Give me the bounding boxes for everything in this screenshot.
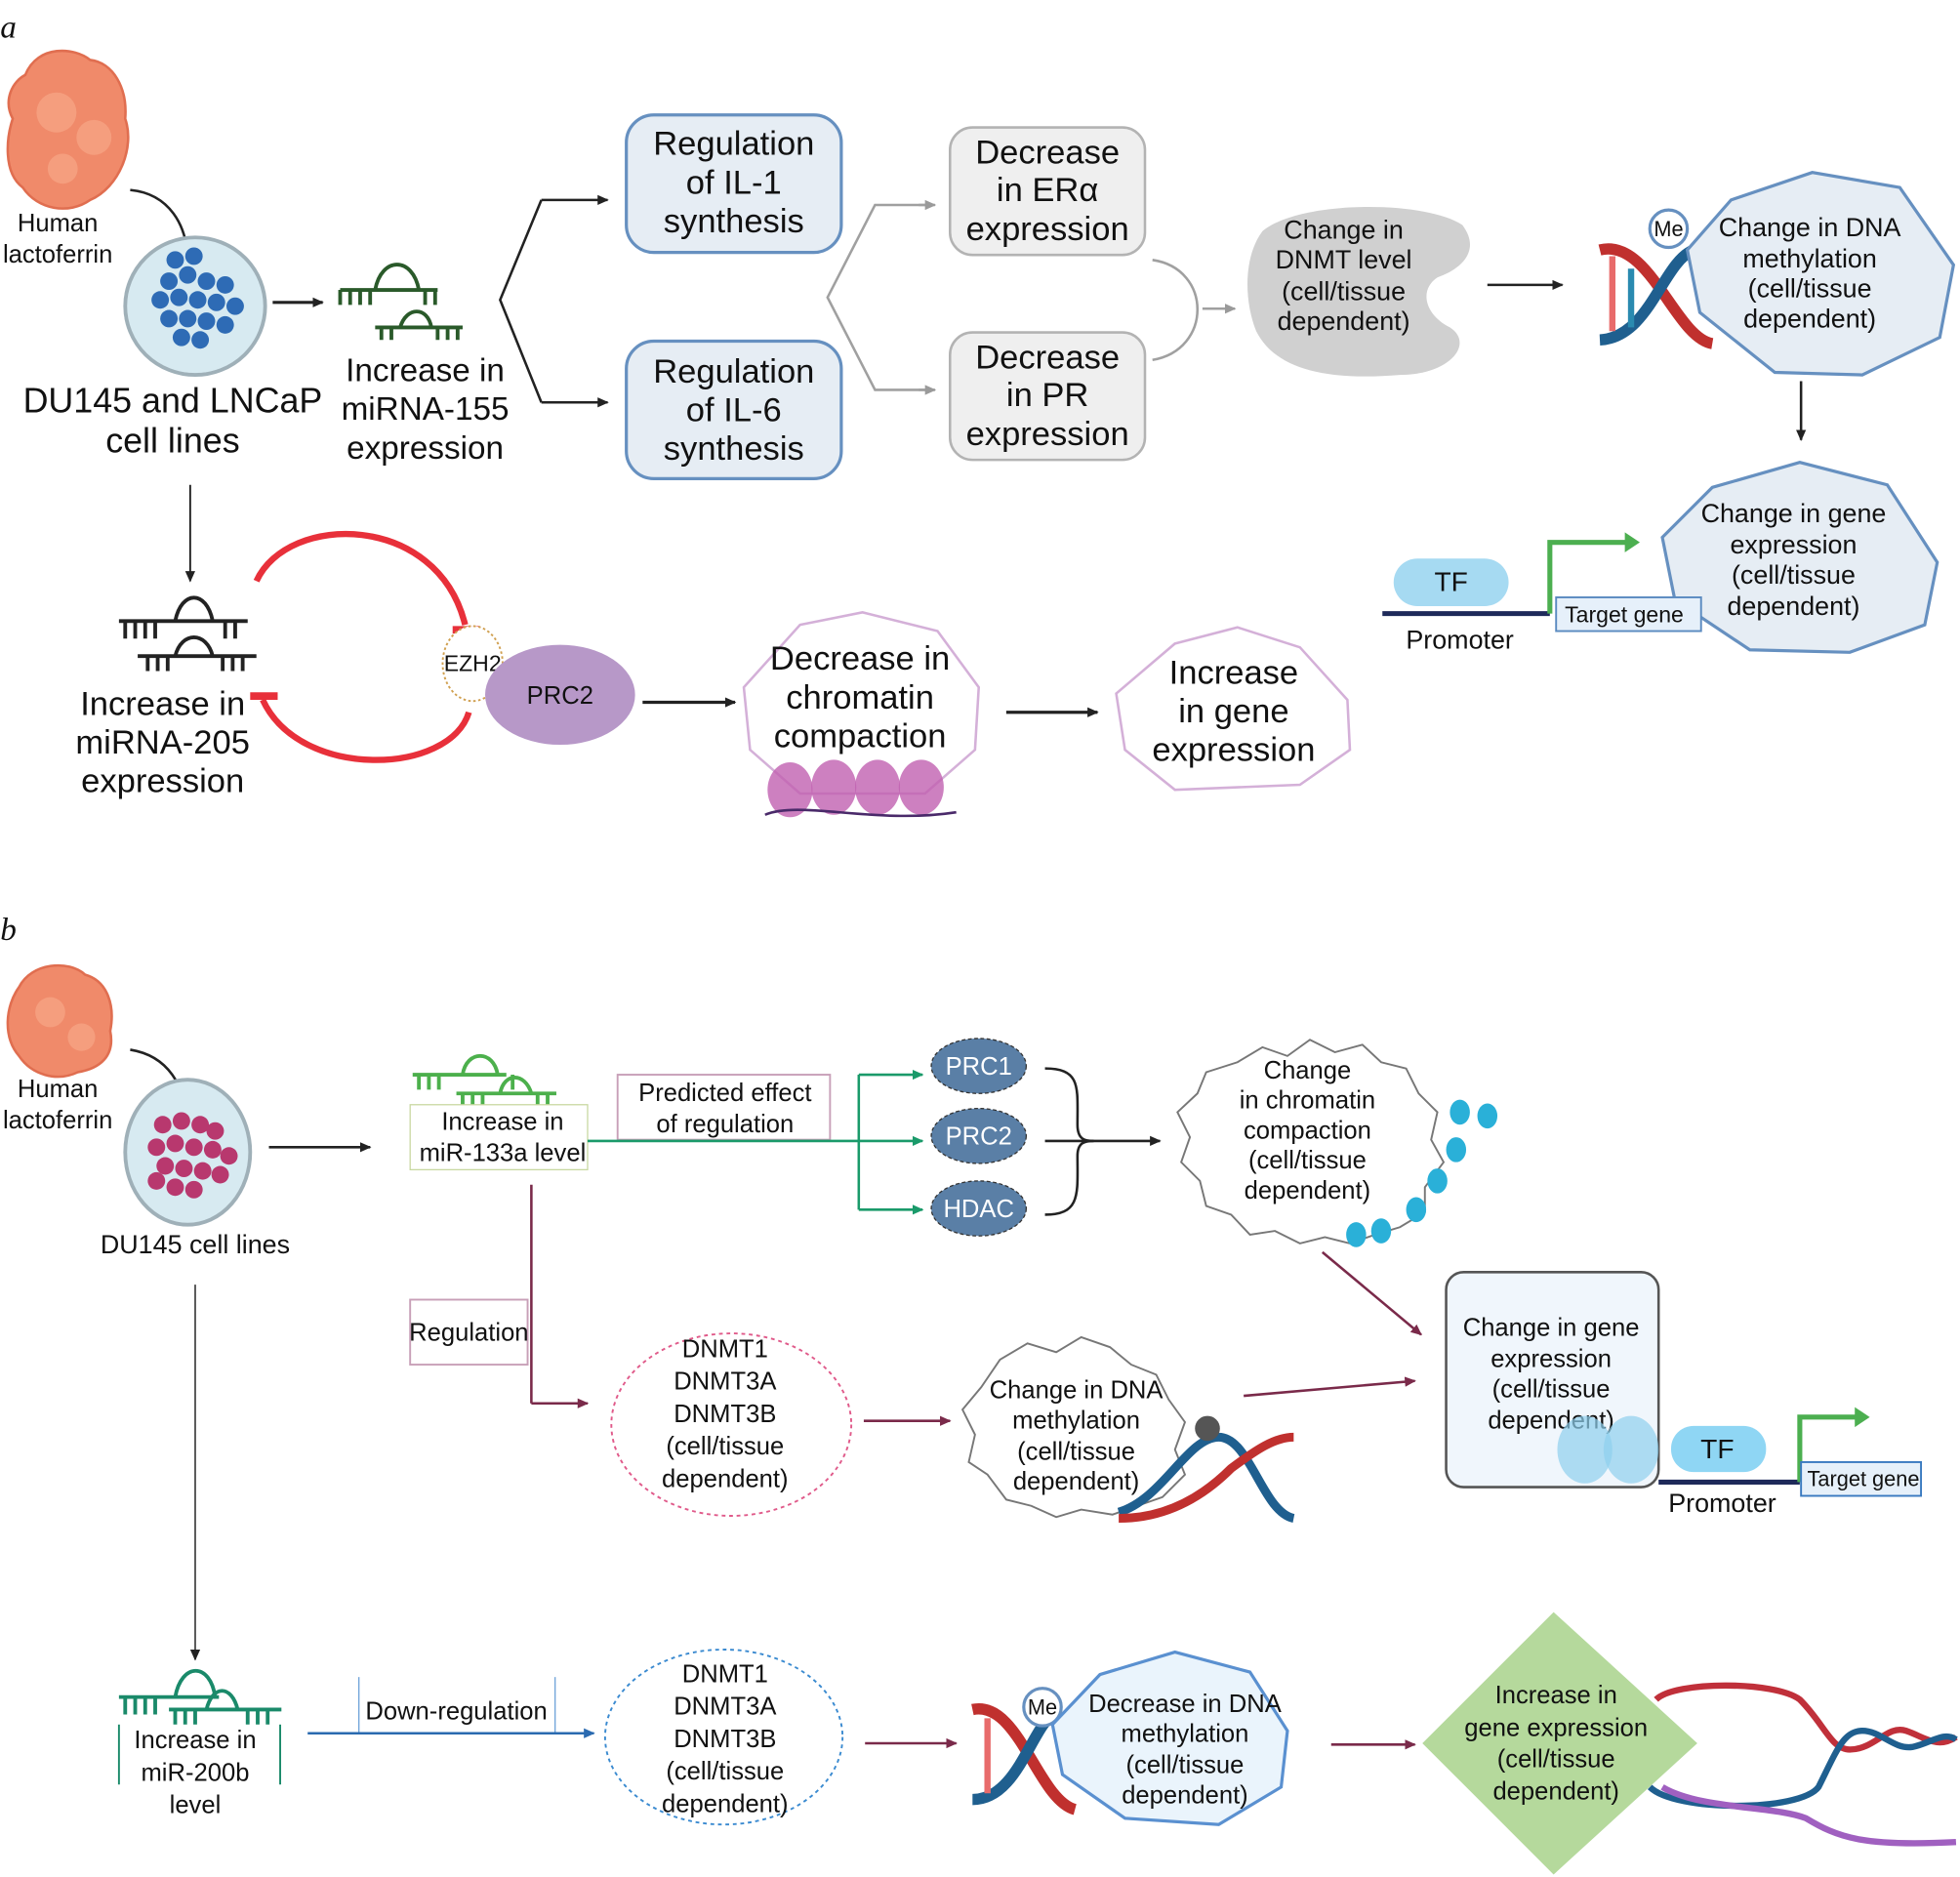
dna-helix-icon (1598, 243, 1714, 349)
nucleosome-chain-icon (1346, 1099, 1498, 1247)
petri-dish-icon (123, 235, 267, 378)
methyl-group-icon: Me (1648, 208, 1690, 250)
panel-b-label: b (0, 912, 17, 948)
tf-promoter-b: TF Target gene Promoter (1658, 1407, 1923, 1518)
svg-text:EZH2: EZH2 (444, 651, 502, 676)
dna-unwinding-icon (1647, 1682, 1958, 1847)
petri-dish-icon-b (123, 1078, 253, 1227)
tf-promoter-a: TF Target gene Promoter (1382, 532, 1702, 654)
mir-133a-icon (412, 1054, 556, 1107)
svg-text:Promoter: Promoter (1668, 1489, 1776, 1518)
panel-a-label: a (0, 9, 17, 45)
cell-lines-label-b: DU145 cell lines (101, 1230, 290, 1259)
svg-text:TF: TF (1700, 1434, 1734, 1464)
svg-text:Regulation: Regulation (409, 1320, 528, 1347)
dnmt-enzyme-icon (1247, 206, 1470, 377)
methyl-group-icon-b (1195, 1415, 1220, 1442)
svg-text:PRC2: PRC2 (946, 1123, 1012, 1151)
nucleosome-icon-a (764, 759, 957, 818)
prc2-node-b: PRC2 (930, 1107, 1028, 1164)
lactoferrin-icon (6, 49, 130, 210)
inhibition-loop (250, 530, 480, 763)
svg-text:Me: Me (1028, 1695, 1057, 1720)
prc1-node: PRC1 (930, 1038, 1028, 1094)
prc2-node-a: PRC2 (485, 644, 635, 746)
svg-text:HDAC: HDAC (943, 1196, 1014, 1223)
mirna-205-icon (118, 595, 257, 672)
lactoferrin-icon-b (6, 963, 113, 1079)
dna-helix-icon-b (1117, 1432, 1295, 1524)
methyl-group-icon-c: Me (1022, 1687, 1063, 1728)
svg-text:Target gene: Target gene (1808, 1466, 1920, 1490)
mirna-155-icon (338, 263, 463, 341)
hdac-node: HDAC (930, 1180, 1028, 1237)
down-regulation-label: Down-regulation (365, 1698, 547, 1726)
svg-text:PRC2: PRC2 (527, 682, 593, 710)
svg-text:Me: Me (1654, 217, 1683, 241)
mir-200b-icon (118, 1669, 282, 1725)
svg-text:PRC1: PRC1 (946, 1053, 1012, 1081)
svg-text:Target gene: Target gene (1565, 602, 1684, 628)
svg-text:Promoter: Promoter (1406, 625, 1514, 654)
regulation-box: Regulation (409, 1298, 529, 1367)
svg-text:TF: TF (1434, 567, 1467, 597)
